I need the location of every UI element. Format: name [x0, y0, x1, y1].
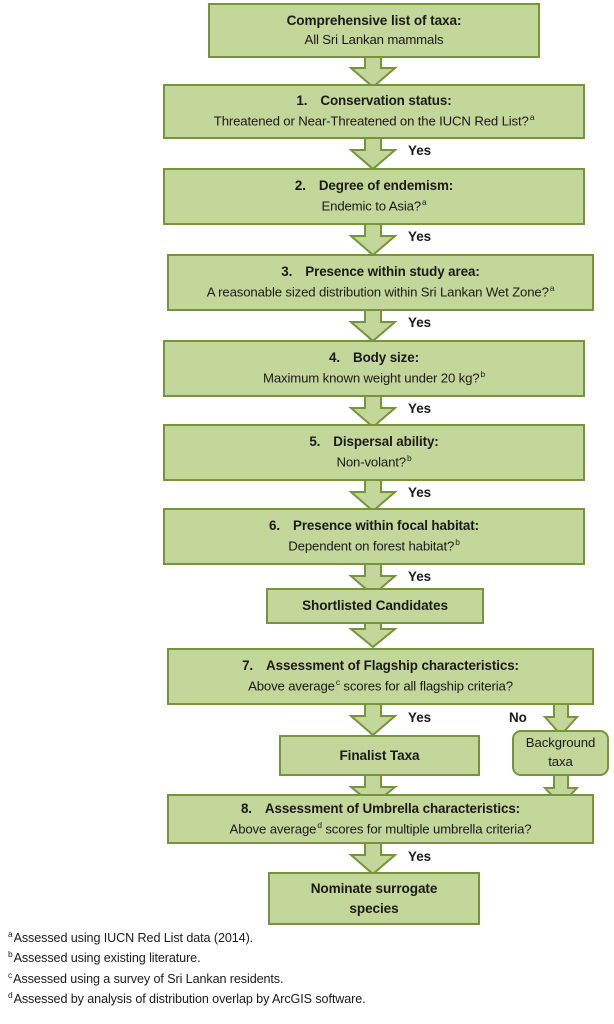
footnote-marker: a	[549, 283, 555, 294]
step-title: Conservation status:	[320, 93, 452, 109]
footnote-marker: d	[317, 819, 322, 830]
step-number: 3.	[281, 264, 293, 280]
step-title: Assessment of Umbrella characteristics:	[264, 800, 521, 816]
step-title: Assessment of Flagship characteristics:	[266, 658, 519, 674]
node-title: 8. Assessment of Umbrella characteristics…	[241, 800, 520, 817]
footnote-text-c: Assessed using a survey of Sri Lankan re…	[13, 971, 284, 986]
edge-label-yes-4: Yes	[408, 401, 432, 416]
node-title: Finalist Taxa	[339, 747, 420, 763]
edge-label-yes-6: Yes	[408, 569, 432, 584]
footnote-marker: b	[406, 453, 412, 464]
node-shortlisted-candidates[interactable]: Shortlisted Candidates	[266, 588, 484, 624]
node-step-6[interactable]: 6. Presence within focal habitat: Depende…	[163, 508, 585, 565]
footnote-marker-a: a	[8, 929, 13, 939]
node-nominate-surrogate[interactable]: Nominate surrogate species	[268, 872, 480, 925]
arrow-step2-to-step3	[348, 224, 398, 257]
subtitle-prefix: Above average	[229, 821, 317, 837]
node-title: 5. Dispersal ability:	[309, 433, 438, 450]
subtitle-text: Dependent on forest habitat?	[288, 538, 455, 554]
node-subtitle: Non-volant?b	[337, 453, 412, 471]
subtitle-text: A reasonable sized distribution within S…	[206, 284, 549, 300]
edge-label-yes-8: Yes	[408, 849, 432, 864]
edge-label-no-7: No	[509, 710, 527, 725]
footnotes-block: aAssessed using IUCN Red List data (2014…	[8, 928, 608, 1009]
arrow-shortlisted-to-step7	[348, 618, 398, 649]
step-title: Presence within study area:	[305, 264, 480, 280]
node-step-4[interactable]: 4. Body size: Maximum known weight under …	[163, 340, 585, 397]
node-comprehensive-list[interactable]: Comprehensive list of taxa: All Sri Lank…	[208, 3, 540, 58]
subtitle-suffix: scores for multiple umbrella criteria?	[325, 821, 532, 837]
node-step-7[interactable]: 7. Assessment of Flagship characteristics…	[167, 648, 594, 705]
node-title: 3. Presence within study area:	[281, 263, 479, 280]
footnote-marker-d: d	[8, 989, 13, 1000]
footnote-marker: a	[529, 112, 535, 123]
arrow-step1-to-step2	[348, 138, 398, 171]
node-title: 4. Body size:	[329, 349, 419, 366]
step-title: Dispersal ability:	[333, 434, 439, 450]
node-subtitle: Above averagec scores for all flagship c…	[248, 677, 513, 695]
node-subtitle: A reasonable sized distribution within S…	[207, 283, 555, 301]
footnote-a: aAssessed using IUCN Red List data (2014…	[8, 928, 608, 948]
footnote-marker-c: c	[8, 969, 13, 980]
step-title: Body size:	[353, 350, 419, 366]
node-subtitle: Dependent on forest habitat?b	[288, 537, 460, 555]
node-title: Comprehensive list of taxa:	[286, 12, 462, 28]
step-number: 2.	[294, 178, 306, 194]
node-step-3[interactable]: 3. Presence within study area: A reasonab…	[167, 254, 594, 311]
node-step-5[interactable]: 5. Dispersal ability: Non-volant?b	[163, 424, 585, 481]
node-finalist-taxa[interactable]: Finalist Taxa	[279, 735, 480, 776]
edge-label-yes-7: Yes	[408, 710, 432, 725]
subtitle-text: Non-volant?	[336, 454, 407, 470]
node-title: Background taxa	[525, 735, 596, 769]
footnote-text-a: Assessed using IUCN Red List data (2014)…	[13, 931, 254, 946]
node-subtitle: Maximum known weight under 20 kg?b	[263, 369, 485, 387]
footnote-text-b: Assessed using existing literature.	[13, 951, 201, 966]
node-title: 1. Conservation status:	[296, 92, 451, 109]
node-step-8[interactable]: 8. Assessment of Umbrella characteristics…	[167, 794, 594, 844]
step-number: 6.	[269, 518, 280, 534]
subtitle-text: Endemic to Asia?	[321, 198, 421, 214]
step-title: Presence within focal habitat:	[292, 518, 479, 534]
node-subtitle: All Sri Lankan mammals	[304, 32, 444, 48]
subtitle-prefix: Above average	[248, 678, 335, 694]
node-subtitle: Endemic to Asia?a	[321, 197, 426, 215]
footnote-marker: b	[455, 537, 460, 548]
edge-label-yes-3: Yes	[408, 315, 432, 330]
node-step-2[interactable]: 2. Degree of endemism: Endemic to Asia?a	[163, 168, 585, 225]
step-number: 8.	[240, 800, 252, 816]
node-title: Shortlisted Candidates	[302, 598, 448, 614]
step-title: Degree of endemism:	[318, 178, 454, 194]
arrow-step3-to-step4	[348, 310, 398, 343]
edge-label-yes-5: Yes	[408, 485, 432, 500]
arrow-step7-to-finalist-yes	[348, 704, 398, 737]
node-subtitle: Threatened or Near-Threatened on the IUC…	[213, 112, 535, 130]
edge-label-yes-1: Yes	[408, 143, 432, 158]
subtitle-text: Threatened or Near-Threatened on the IUC…	[213, 113, 529, 129]
node-background-taxa[interactable]: Background taxa	[512, 730, 609, 776]
footnote-b: bAssessed using existing literature.	[8, 948, 608, 968]
footnote-c: cAssessed using a survey of Sri Lankan r…	[8, 969, 608, 989]
node-title: 7. Assessment of Flagship characteristics…	[242, 657, 519, 674]
step-number: 7.	[242, 658, 254, 674]
arrow-step8-to-nominate	[348, 843, 398, 876]
node-subtitle: Above averaged scores for multiple umbre…	[230, 820, 532, 838]
footnote-text-d: Assessed by analysis of distribution ove…	[13, 992, 366, 1007]
node-step-1[interactable]: 1. Conservation status: Threatened or Nea…	[163, 84, 585, 139]
footnote-d: dAssessed by analysis of distribution ov…	[8, 989, 608, 1009]
subtitle-text: Maximum known weight under 20 kg?	[263, 370, 480, 386]
node-title: Nominate surrogate species	[310, 881, 438, 916]
step-number: 4.	[329, 350, 340, 366]
footnote-marker: b	[480, 369, 485, 380]
node-title: 6. Presence within focal habitat:	[269, 517, 479, 534]
subtitle-suffix: scores for all flagship criteria?	[343, 678, 513, 694]
step-number: 1.	[296, 93, 308, 109]
footnote-marker: c	[335, 677, 340, 688]
footnote-marker-b: b	[8, 949, 13, 960]
footnote-marker: a	[421, 197, 427, 208]
edge-label-yes-2: Yes	[408, 229, 432, 244]
node-title: 2. Degree of endemism:	[295, 177, 453, 194]
step-number: 5.	[309, 434, 321, 450]
